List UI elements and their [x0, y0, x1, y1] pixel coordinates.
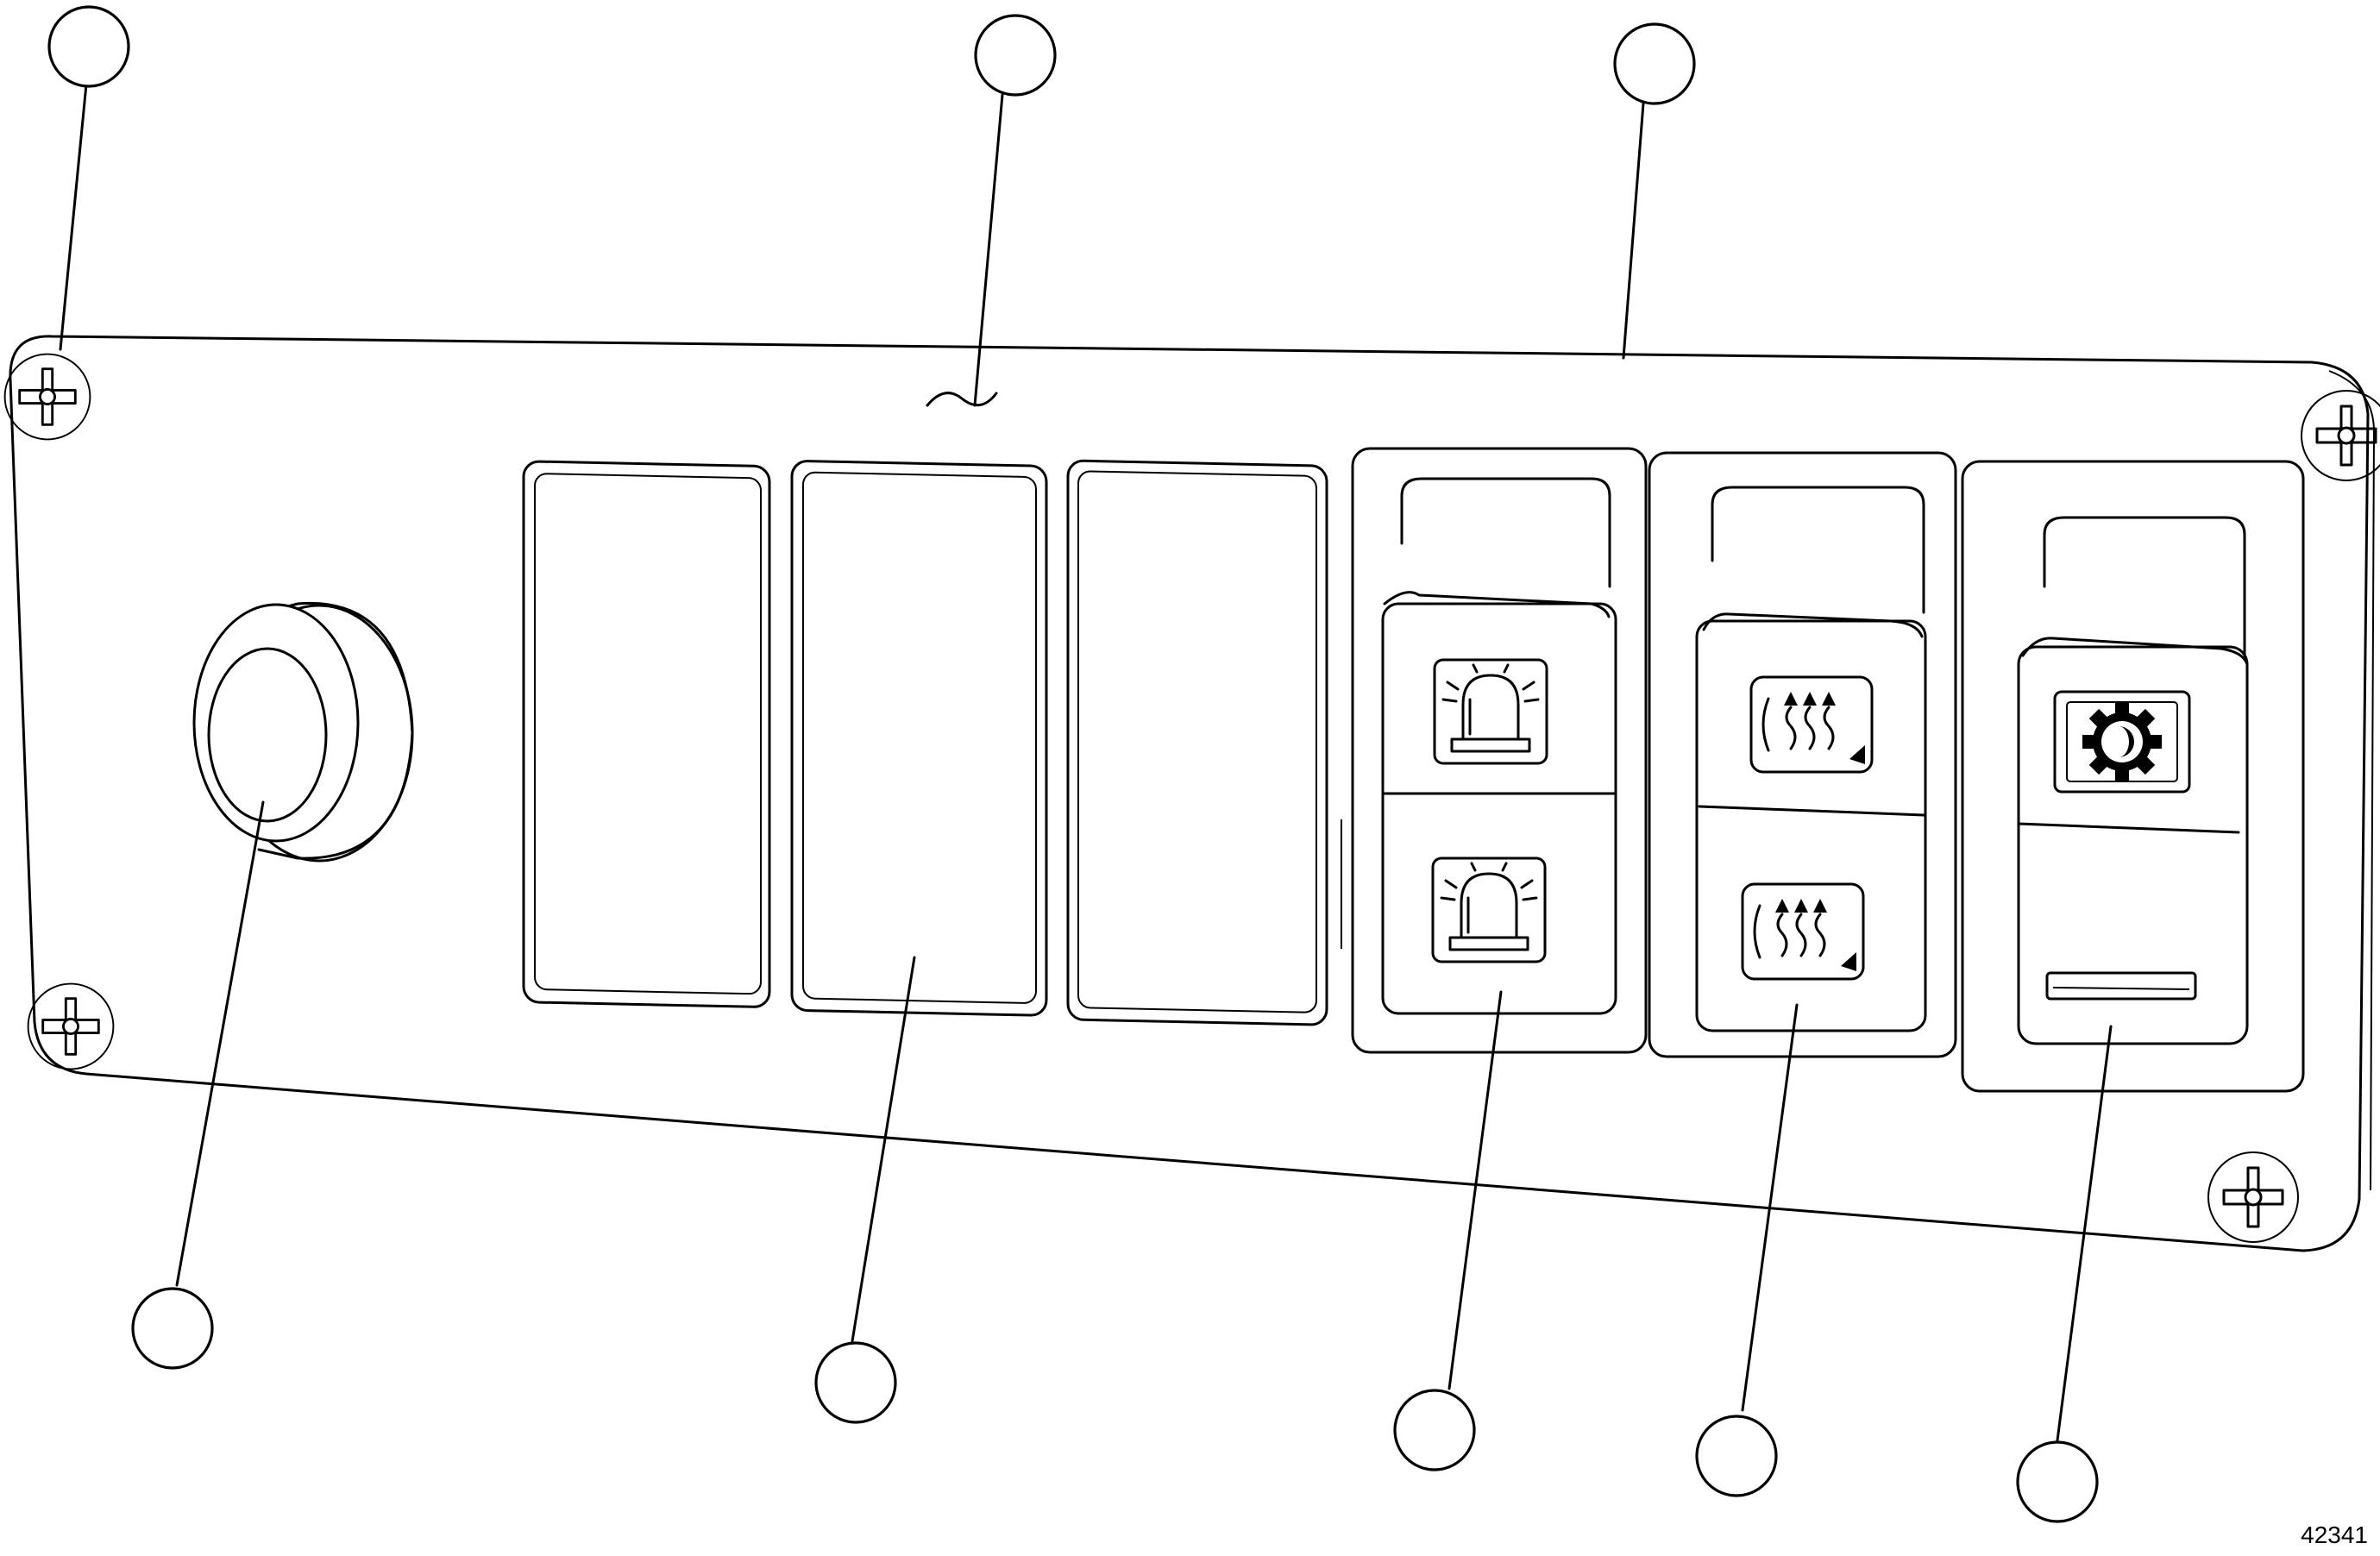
rotary-knob: [192, 601, 414, 863]
callout-1: [47, 5, 130, 88]
dimmer-indicator-slot: [2045, 971, 2197, 1001]
rear-defrost-icon-lower: [1741, 882, 1865, 981]
backlight-dimmer-switch: [1961, 460, 2305, 1093]
rear-defrost-switch: [1648, 451, 1957, 1058]
beacon-light-switch: [1351, 447, 1648, 1054]
callout-8: [2016, 1440, 2099, 1523]
callout-5: [814, 1341, 897, 1424]
panel-plate: [9, 335, 2370, 1252]
rear-defrost-icon: [1749, 675, 1874, 774]
figure-number: 42341: [2301, 1521, 2368, 1548]
blank-switch-3: [1066, 459, 1342, 1026]
callout-2: [974, 14, 1057, 97]
blank-switch-2: [790, 460, 1048, 1017]
screw-bottom-right: [2207, 1151, 2300, 1244]
screw-top-left: [3, 353, 91, 441]
screw-bottom-left: [27, 982, 115, 1070]
callout-6: [1393, 1389, 1476, 1471]
beacon-light-icon-lower: [1431, 856, 1547, 963]
leader-lines: [59, 83, 2113, 1442]
callout-3: [1613, 22, 1696, 105]
callout-7: [1695, 1415, 1778, 1497]
beacon-light-icon: [1433, 658, 1548, 765]
blank-switch-1: [522, 460, 771, 1008]
callout-4: [131, 1287, 214, 1370]
callout-circles: [47, 5, 2099, 1523]
gear-moon-icon: [2053, 690, 2191, 794]
